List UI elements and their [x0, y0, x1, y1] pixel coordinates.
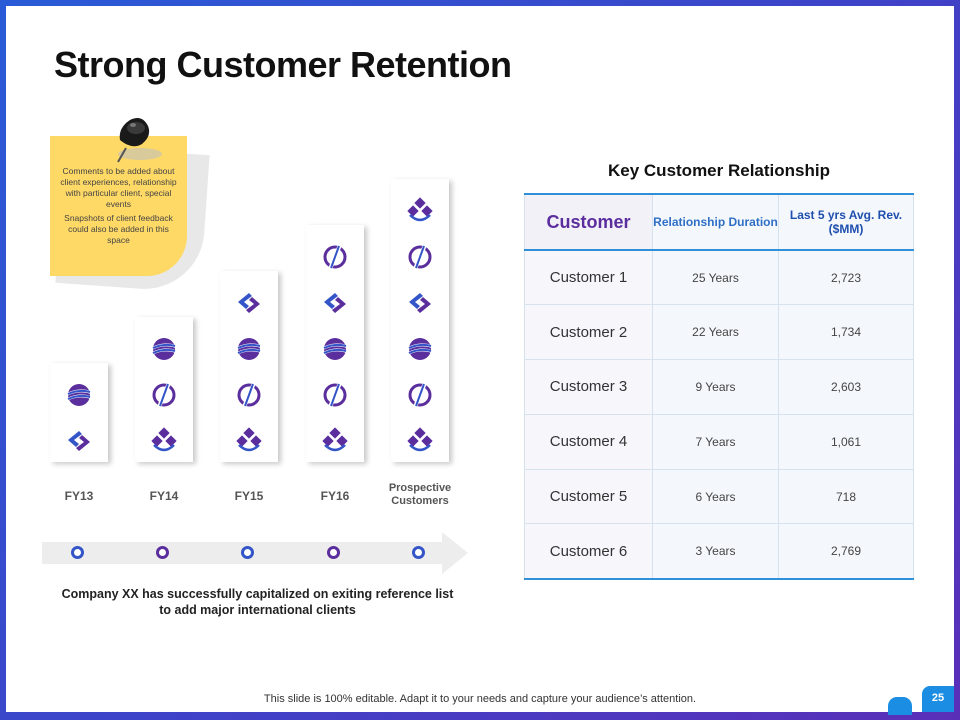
cell-customer: Customer 4 [524, 413, 653, 470]
swoosh-logo-icon [235, 289, 263, 317]
column-card-5 [391, 179, 449, 462]
cell-duration: 22 Years [652, 304, 779, 361]
table-row: Customer 5 6 Years 718 [524, 468, 914, 525]
orbit-logo-icon [150, 335, 178, 363]
table-row: Customer 1 25 Years 2,723 [524, 249, 914, 306]
table-row: Customer 4 7 Years 1,061 [524, 413, 914, 470]
column-card-1 [50, 363, 108, 462]
customer-table: Customer Relationship Duration Last 5 yr… [524, 193, 914, 580]
ring-logo-icon [321, 243, 349, 271]
table-row: Customer 6 3 Years 2,769 [524, 523, 914, 580]
note-text-2: Snapshots of client feedback could also … [64, 213, 173, 245]
timeline-dot-prospective [412, 546, 425, 559]
cell-revenue: 2,723 [778, 249, 914, 306]
cell-customer: Customer 6 [524, 523, 653, 580]
column-label: FY15 [234, 489, 264, 503]
diamond-logo-icon [235, 427, 263, 455]
header-duration: Relationship Duration [652, 193, 779, 251]
column-label: FY14 [149, 489, 179, 503]
ring-logo-icon [321, 381, 349, 409]
sticky-note: Comments to be added about client experi… [50, 110, 210, 293]
swoosh-logo-icon [406, 289, 434, 317]
page-number: 25 [922, 686, 954, 712]
orbit-logo-icon [321, 335, 349, 363]
orbit-logo-icon [65, 381, 93, 409]
timeline-dot-fy16 [327, 546, 340, 559]
cell-customer: Customer 2 [524, 304, 653, 361]
column-label: Prospective Customers [388, 482, 452, 507]
column-label: FY13 [64, 489, 94, 503]
header-customer: Customer [524, 193, 653, 251]
ring-logo-icon [235, 381, 263, 409]
swoosh-logo-icon [321, 289, 349, 317]
cell-revenue: 2,603 [778, 359, 914, 415]
table-header-row: Customer Relationship Duration Last 5 yr… [524, 193, 914, 251]
orbit-logo-icon [406, 335, 434, 363]
orbit-logo-icon [235, 335, 263, 363]
table-row: Customer 3 9 Years 2,603 [524, 359, 914, 415]
cell-duration: 7 Years [652, 413, 779, 470]
cell-customer: Customer 5 [524, 468, 653, 525]
timeline-arrow [42, 532, 468, 574]
timeline [42, 532, 472, 574]
cell-revenue: 1,061 [778, 413, 914, 470]
page-tab-decoration [888, 697, 912, 715]
pushpin-icon [117, 118, 162, 163]
cell-customer: Customer 3 [524, 359, 653, 415]
timeline-dot-fy13 [71, 546, 84, 559]
cell-duration: 3 Years [652, 523, 779, 580]
note-text-1: Comments to be added about client experi… [60, 166, 177, 209]
cell-duration: 6 Years [652, 468, 779, 525]
diamond-logo-icon [150, 427, 178, 455]
cell-revenue: 718 [778, 468, 914, 525]
table-row: Customer 2 22 Years 1,734 [524, 304, 914, 361]
timeline-dot-fy14 [156, 546, 169, 559]
ring-logo-icon [150, 381, 178, 409]
timeline-dot-fy15 [241, 546, 254, 559]
table-title: Key Customer Relationship [608, 161, 830, 180]
page-title: Strong Customer Retention [54, 44, 512, 85]
ring-logo-icon [406, 381, 434, 409]
cell-revenue: 2,769 [778, 523, 914, 580]
cell-revenue: 1,734 [778, 304, 914, 361]
cell-duration: 9 Years [652, 359, 779, 415]
cell-customer: Customer 1 [524, 249, 653, 306]
diamond-logo-icon [321, 427, 349, 455]
header-revenue: Last 5 yrs Avg. Rev. ($MM) [778, 193, 914, 251]
diamond-logo-icon [406, 427, 434, 455]
footer-text: This slide is 100% editable. Adapt it to… [263, 693, 697, 705]
diamond-logo-icon [406, 197, 434, 225]
ring-logo-icon [406, 243, 434, 271]
swoosh-logo-icon [65, 427, 93, 455]
summary-caption: Company XX has successfully capitalized … [61, 587, 454, 617]
column-label: FY16 [320, 489, 350, 503]
cell-duration: 25 Years [652, 249, 779, 306]
